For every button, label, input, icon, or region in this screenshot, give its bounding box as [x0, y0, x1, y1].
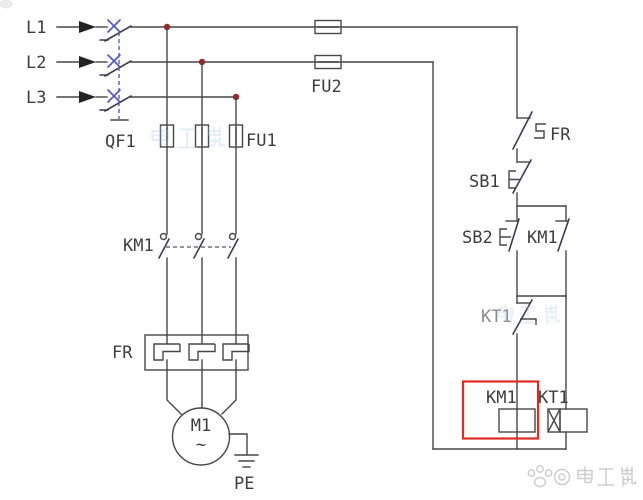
coil-icon [498, 408, 536, 433]
watermark-credit [527, 465, 637, 488]
fr-heater-label: FR [112, 343, 133, 363]
fuse-icon [314, 54, 342, 70]
power-line-l3: L3 [26, 88, 237, 108]
fr-contact-symbol: FR [512, 111, 571, 163]
at-sign-icon [553, 468, 571, 486]
km1-coil-highlight-box [461, 380, 540, 440]
overload-box [144, 334, 249, 371]
breaker-x-icon [107, 89, 121, 103]
heater-element-icon [222, 343, 250, 361]
fuse-icon [314, 19, 342, 35]
fr-contact-label: FR [550, 125, 571, 145]
kt1-coil-label: KT1 [538, 388, 569, 408]
thermal-release-icon [534, 123, 546, 139]
motor-ac-symbol: ~ [196, 435, 206, 455]
km1-main-contacts-symbol: KM1 [123, 232, 239, 344]
contact-terminal-icon [159, 232, 168, 241]
km1-coil-label: KM1 [486, 388, 517, 408]
coil-icon [559, 408, 588, 433]
watermark-blue-1 [151, 126, 225, 149]
power-line-l1: L1 [26, 18, 518, 38]
sb1-stop-button-symbol: SB1 [469, 159, 532, 207]
motor-icon [171, 407, 231, 466]
fu2-label: FU2 [311, 77, 342, 97]
scan-artifact [0, 0, 13, 9]
fu1-fuse-symbol: FU1 [159, 26, 277, 151]
qf1-breaker-symbol: QF1 [99, 19, 136, 152]
ground-symbol: PE [228, 433, 259, 494]
sb2-start-button-symbol: SB2 [462, 218, 520, 297]
pushbutton-actuator-icon [499, 228, 511, 246]
l2-label: L2 [26, 53, 46, 73]
contact-terminal-icon [228, 232, 237, 241]
contact-terminal-icon [194, 232, 203, 241]
breaker-x-icon [107, 19, 121, 33]
l1-label: L1 [26, 18, 46, 38]
power-line-l2: L2 [26, 53, 434, 73]
l1-arrow-icon [79, 21, 96, 33]
km1-aux-contact-symbol: KM1 [527, 218, 570, 297]
km1-aux-label: KM1 [527, 228, 558, 248]
pe-label: PE [234, 474, 254, 494]
motor-label: M1 [191, 416, 211, 436]
sb2-label: SB2 [462, 228, 493, 248]
qf1-label: QF1 [105, 132, 136, 152]
sb1-label: SB1 [469, 172, 500, 192]
kt1-coil-symbol: KT1 [538, 295, 588, 450]
fu2-fuse-symbol: FU2 [311, 19, 342, 97]
pushbutton-actuator-icon [508, 170, 520, 189]
heater-element-icon [153, 343, 181, 361]
l3-arrow-icon [79, 91, 96, 103]
motor-symbol: M1 ~ [171, 407, 231, 466]
paw-icon [527, 465, 553, 488]
l2-arrow-icon [79, 56, 96, 68]
fu1-label: FU1 [246, 131, 277, 151]
fr-overload-symbol: FR [112, 334, 250, 371]
km1-coil-symbol: KM1 [486, 388, 536, 450]
km1-main-label: KM1 [123, 236, 154, 256]
l3-label: L3 [26, 88, 46, 108]
breaker-x-icon [107, 54, 121, 68]
heater-element-icon [188, 343, 216, 361]
